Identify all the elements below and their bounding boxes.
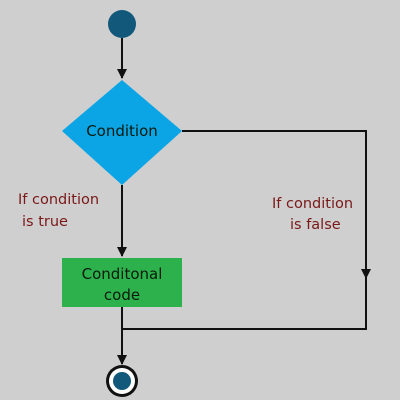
start-node [108, 10, 136, 38]
connector-false-branch-down [182, 130, 371, 279]
connector-false-branch-return [122, 272, 367, 330]
false-branch-label-line-2: is false [290, 217, 341, 233]
true-branch-label-line-1: If condition [18, 192, 99, 208]
conditional-code-line-1: Conditonal [82, 265, 163, 283]
conditional-code-box [62, 258, 182, 307]
false-branch-label-line-1: If condition [272, 196, 353, 212]
true-branch-label-line-2: is true [22, 214, 68, 230]
conditional-code-line-2: code [104, 286, 140, 304]
end-node-core [113, 372, 131, 390]
decision-label: Condition [86, 122, 158, 140]
decision-diamond [62, 80, 182, 185]
